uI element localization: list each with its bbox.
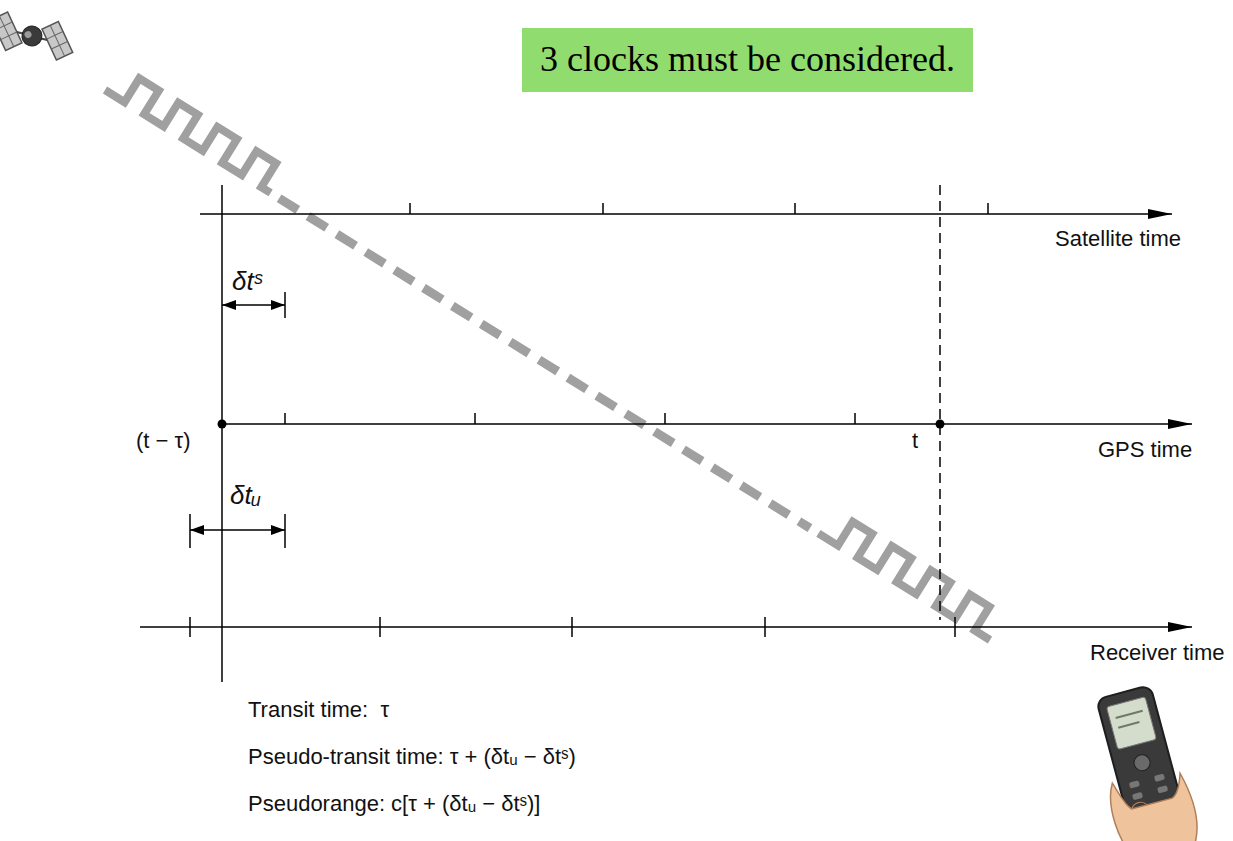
signal-path [105, 78, 990, 640]
receiver-time-axis [189, 617, 191, 637]
offset-symbol: δtˢ [232, 266, 262, 297]
receiver-time-axis [954, 617, 956, 637]
satellite-time-axis [794, 203, 796, 214]
signal-dashes [279, 198, 810, 528]
satellite-icon [0, 12, 22, 50]
receiver-icon [1116, 711, 1143, 718]
receive-instant-line [939, 185, 941, 620]
receiver-time-axis [140, 617, 1192, 637]
time-mark: (t − τ) [136, 428, 191, 454]
satellite-icon [17, 22, 47, 50]
time-dot [218, 420, 227, 429]
definition-line: Pseudorange: c[τ + (δtᵤ − δtˢ)] [248, 791, 540, 817]
transmit-instant-line [221, 185, 223, 682]
title-text: 3 clocks must be considered. [540, 38, 955, 81]
receiver-time-axis [764, 617, 766, 637]
satellite-time-axis [409, 203, 411, 214]
receiver-offset-dimension [190, 514, 285, 548]
satellite-icon [0, 22, 12, 30]
axis-label: Receiver time [1090, 640, 1224, 666]
definition-line: Pseudo-transit time: τ + (δtᵤ − δtˢ) [248, 744, 576, 770]
receiver-time-axis [379, 617, 381, 637]
satellite-icon [19, 23, 46, 50]
receiver-icon [1129, 780, 1140, 788]
satellite-offset-dimension [222, 304, 285, 306]
receiver-icon [1106, 697, 1156, 750]
receiver-icon [1132, 792, 1143, 800]
gps-time-axis [222, 413, 1192, 424]
gps-time-axis [474, 413, 476, 424]
satellite-icon [0, 0, 73, 78]
receiver-icon [1083, 682, 1204, 841]
gps-time-axis [854, 413, 856, 424]
gps-time-axis [222, 423, 1192, 425]
receiver-icon [1154, 774, 1165, 782]
satellite-icon [0, 16, 14, 47]
receiver-offset-dimension [189, 514, 191, 548]
title-box: 3 clocks must be considered. [522, 28, 973, 92]
offset-symbol: δtᵤ [230, 480, 261, 511]
satellite-time-axis [200, 203, 1172, 214]
receiver-icon [1118, 722, 1139, 728]
square-wave [818, 522, 990, 640]
receiver-offset-dimension [284, 514, 286, 548]
axis-label: GPS time [1098, 437, 1192, 463]
axis-label: Satellite time [1055, 226, 1181, 252]
time-mark: t [912, 428, 918, 454]
definition-line: Transit time: τ [248, 697, 389, 723]
receiver-icon [1131, 801, 1148, 809]
receiver-icon [1132, 753, 1152, 773]
receiver-icon [1105, 764, 1204, 841]
receiver-icon [1157, 785, 1168, 793]
receiver-time-axis [571, 617, 573, 637]
receiver-offset-dimension [190, 529, 285, 531]
receiver-time-axis [140, 626, 1192, 628]
time-dot [936, 420, 945, 429]
satellite-icon [23, 30, 32, 39]
satellite-time-axis [602, 203, 604, 214]
satellite-offset-dimension [284, 292, 286, 318]
satellite-icon [50, 25, 64, 56]
gps-time-axis [664, 413, 666, 424]
satellite-time-axis [987, 203, 989, 214]
gps-time-axis [284, 413, 286, 424]
square-wave [105, 78, 276, 193]
satellite-time-axis [200, 213, 1172, 215]
